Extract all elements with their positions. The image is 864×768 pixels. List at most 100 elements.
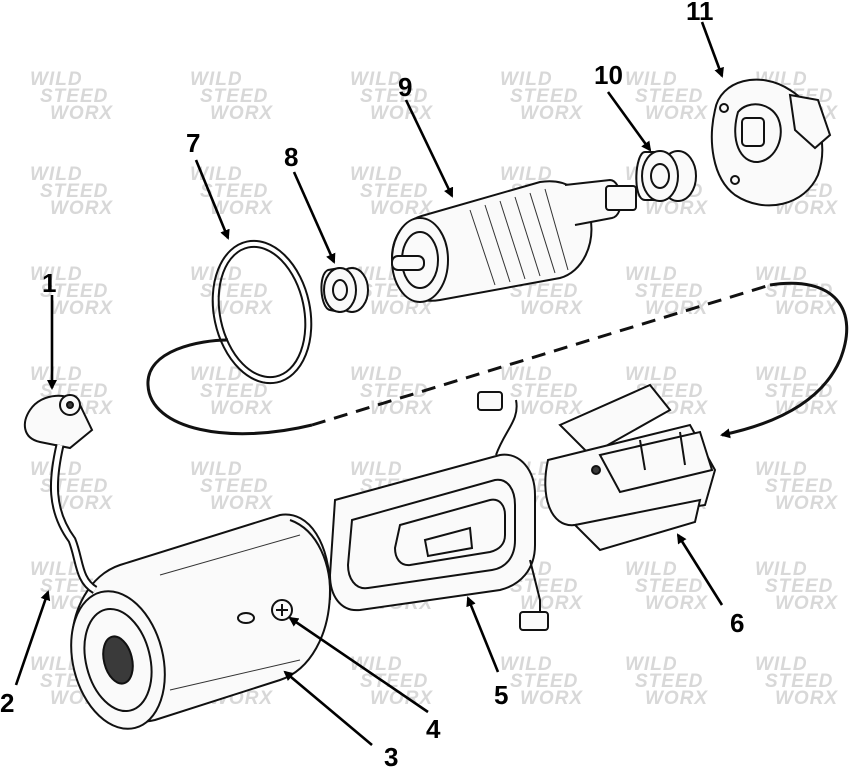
svg-text:WILD: WILD xyxy=(625,559,678,580)
bearing-icon xyxy=(320,267,369,313)
svg-text:STEED: STEED xyxy=(510,576,578,597)
svg-text:WORX: WORX xyxy=(775,688,838,709)
svg-text:WORX: WORX xyxy=(520,688,583,709)
o-ring-icon xyxy=(211,239,313,385)
motor-housing-icon xyxy=(70,513,332,730)
svg-text:WORX: WORX xyxy=(210,493,273,514)
svg-text:WILD: WILD xyxy=(30,264,83,285)
svg-text:WILD: WILD xyxy=(755,459,808,480)
svg-text:WILD: WILD xyxy=(625,264,678,285)
svg-text:STEED: STEED xyxy=(200,476,268,497)
svg-text:WORX: WORX xyxy=(370,298,433,319)
svg-text:WILD: WILD xyxy=(30,654,83,675)
svg-text:WORX: WORX xyxy=(520,103,583,124)
svg-text:STEED: STEED xyxy=(510,381,578,402)
callout-6: 6 xyxy=(730,608,744,638)
svg-text:WILD: WILD xyxy=(755,364,808,385)
svg-text:WORX: WORX xyxy=(210,198,273,219)
svg-text:WORX: WORX xyxy=(520,298,583,319)
callout-1: 1 xyxy=(42,268,56,298)
terminal-boot-icon xyxy=(23,394,94,450)
svg-text:WILD: WILD xyxy=(30,364,83,385)
brush-plate-icon xyxy=(544,383,717,552)
svg-text:STEED: STEED xyxy=(200,281,268,302)
svg-text:WORX: WORX xyxy=(210,298,273,319)
callout-9: 9 xyxy=(398,72,412,102)
svg-text:STEED: STEED xyxy=(40,86,108,107)
svg-text:WORX: WORX xyxy=(645,298,708,319)
svg-text:WORX: WORX xyxy=(520,593,583,614)
callout-7: 7 xyxy=(186,128,200,158)
svg-text:WILD: WILD xyxy=(30,69,83,90)
callout-3: 3 xyxy=(384,742,398,768)
callout-4: 4 xyxy=(426,714,441,744)
svg-text:WORX: WORX xyxy=(775,398,838,419)
svg-text:WILD: WILD xyxy=(500,364,553,385)
svg-text:WORX: WORX xyxy=(370,198,433,219)
svg-text:WILD: WILD xyxy=(350,654,403,675)
svg-text:WORX: WORX xyxy=(645,593,708,614)
svg-text:STEED: STEED xyxy=(510,671,578,692)
svg-text:STEED: STEED xyxy=(360,381,428,402)
svg-text:WORX: WORX xyxy=(370,103,433,124)
svg-text:WORX: WORX xyxy=(210,398,273,419)
callout-labels: 1 2 3 4 5 6 7 8 9 10 11 xyxy=(0,0,744,768)
svg-text:STEED: STEED xyxy=(40,181,108,202)
svg-text:WORX: WORX xyxy=(645,103,708,124)
svg-text:WILD: WILD xyxy=(500,164,553,185)
svg-text:WILD: WILD xyxy=(500,654,553,675)
svg-text:WORX: WORX xyxy=(520,398,583,419)
svg-text:WILD: WILD xyxy=(350,164,403,185)
screw-icon xyxy=(237,599,293,624)
callout-2: 2 xyxy=(0,688,14,718)
svg-text:STEED: STEED xyxy=(40,281,108,302)
armature-icon xyxy=(390,178,637,303)
lead-wire-icon xyxy=(50,443,98,594)
svg-text:WILD: WILD xyxy=(30,559,83,580)
svg-text:WORX: WORX xyxy=(50,298,113,319)
svg-text:WILD: WILD xyxy=(755,264,808,285)
svg-text:WORX: WORX xyxy=(775,593,838,614)
svg-text:STEED: STEED xyxy=(200,181,268,202)
leader-arrows xyxy=(14,21,724,746)
svg-text:WILD: WILD xyxy=(350,459,403,480)
svg-text:WILD: WILD xyxy=(625,69,678,90)
svg-text:STEED: STEED xyxy=(360,181,428,202)
svg-text:WORX: WORX xyxy=(775,493,838,514)
svg-text:WILD: WILD xyxy=(350,364,403,385)
svg-text:STEED: STEED xyxy=(765,476,833,497)
svg-text:STEED: STEED xyxy=(765,381,833,402)
svg-text:STEED: STEED xyxy=(635,671,703,692)
svg-text:WILD: WILD xyxy=(755,559,808,580)
connector-cable xyxy=(146,281,849,439)
svg-text:WORX: WORX xyxy=(210,103,273,124)
svg-text:STEED: STEED xyxy=(510,86,578,107)
svg-text:WORX: WORX xyxy=(370,688,433,709)
svg-text:WORX: WORX xyxy=(50,198,113,219)
svg-text:STEED: STEED xyxy=(200,86,268,107)
